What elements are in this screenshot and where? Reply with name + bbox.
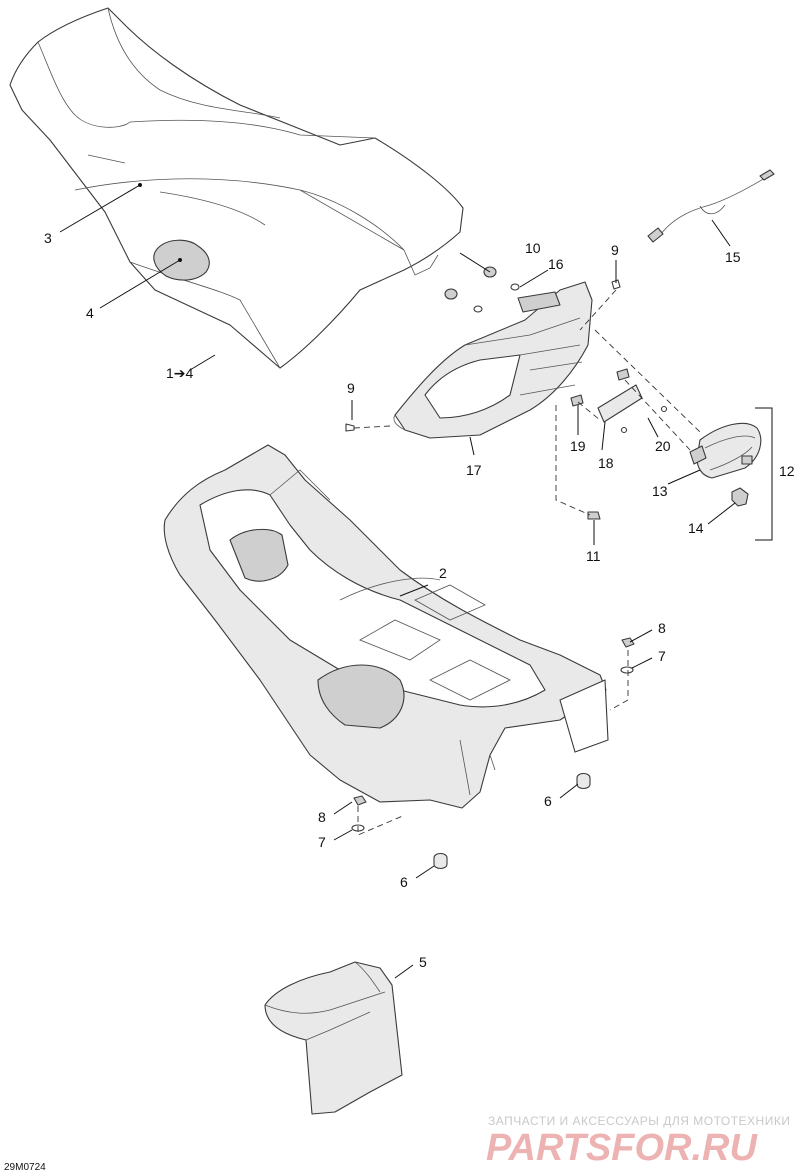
rear-fairing[interactable] <box>393 281 593 439</box>
callout-11: 11 <box>586 548 601 564</box>
nut-8[interactable] <box>353 637 635 806</box>
callout-13: 13 <box>652 483 668 499</box>
nut-10[interactable] <box>444 266 497 300</box>
callout-7: 7 <box>658 648 666 664</box>
callout-8: 8 <box>318 809 326 825</box>
callout-6: 6 <box>544 793 552 809</box>
callout-numbers: 1➔4 2 3 4 5 6 6 7 7 8 8 9 9 10 11 12 13 … <box>44 230 795 970</box>
callout-12: 12 <box>779 463 795 479</box>
callout-19: 19 <box>570 438 586 454</box>
watermark: ЗАПЧАСТИ И АКСЕССУАРЫ ДЛЯ МОТОТЕХНИКИ PA… <box>486 1114 790 1169</box>
callout-9: 9 <box>347 380 355 396</box>
callout-15: 15 <box>725 249 741 265</box>
grommet-6[interactable] <box>433 772 591 870</box>
watermark-brand: PARTSFOR.RU <box>486 1127 758 1169</box>
callout-3: 3 <box>44 230 52 246</box>
callout-20: 20 <box>655 438 671 454</box>
callout-18: 18 <box>598 455 614 471</box>
washer-16[interactable] <box>473 283 520 313</box>
tail-light[interactable] <box>689 422 762 479</box>
seat-cover-module[interactable] <box>264 961 403 1115</box>
assembly-lines <box>353 289 701 836</box>
callout-7: 7 <box>318 834 326 850</box>
watermark-tagline: ЗАПЧАСТИ И АКСЕССУАРЫ ДЛЯ МОТОТЕХНИКИ <box>488 1114 790 1128</box>
callout-5: 5 <box>419 954 427 970</box>
callout-16: 16 <box>548 256 564 272</box>
callout-17: 17 <box>466 462 482 478</box>
callout-9: 9 <box>611 242 619 258</box>
seat-base[interactable] <box>163 444 609 809</box>
seat[interactable] <box>9 7 464 369</box>
callout-1-4: 1➔4 <box>166 365 194 381</box>
callout-14: 14 <box>688 520 704 536</box>
callout-4: 4 <box>86 305 94 321</box>
wiring-harness[interactable] <box>647 169 775 243</box>
callout-6: 6 <box>400 874 408 890</box>
screw-20[interactable] <box>620 405 668 434</box>
callout-10: 10 <box>525 240 541 256</box>
drawing-code: 29M0724 <box>4 1162 46 1173</box>
callout-2: 2 <box>439 565 447 581</box>
callout-8: 8 <box>658 620 666 636</box>
leader-lines <box>59 184 773 979</box>
light-bulb[interactable] <box>731 487 749 507</box>
screw-11[interactable] <box>587 511 601 520</box>
